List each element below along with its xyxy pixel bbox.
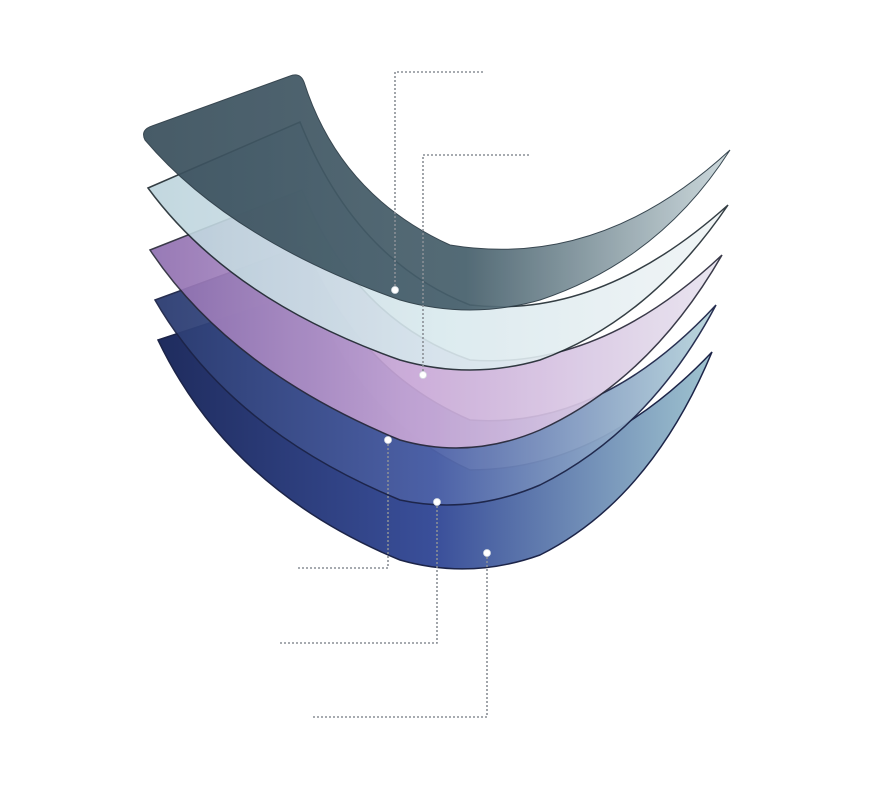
leader-line-4 (280, 502, 438, 644)
leader-line-2 (422, 154, 530, 375)
marker-dot-1 (391, 286, 399, 294)
leader-line-3 (298, 440, 389, 569)
layer-1 (143, 74, 731, 311)
marker-dot-2 (419, 371, 427, 379)
leader-lines (280, 71, 530, 718)
leader-line-5 (313, 553, 488, 718)
leader-line-1 (394, 71, 483, 290)
marker-dot-4 (433, 498, 441, 506)
marker-dot-5 (483, 549, 491, 557)
marker-dot-3 (384, 436, 392, 444)
